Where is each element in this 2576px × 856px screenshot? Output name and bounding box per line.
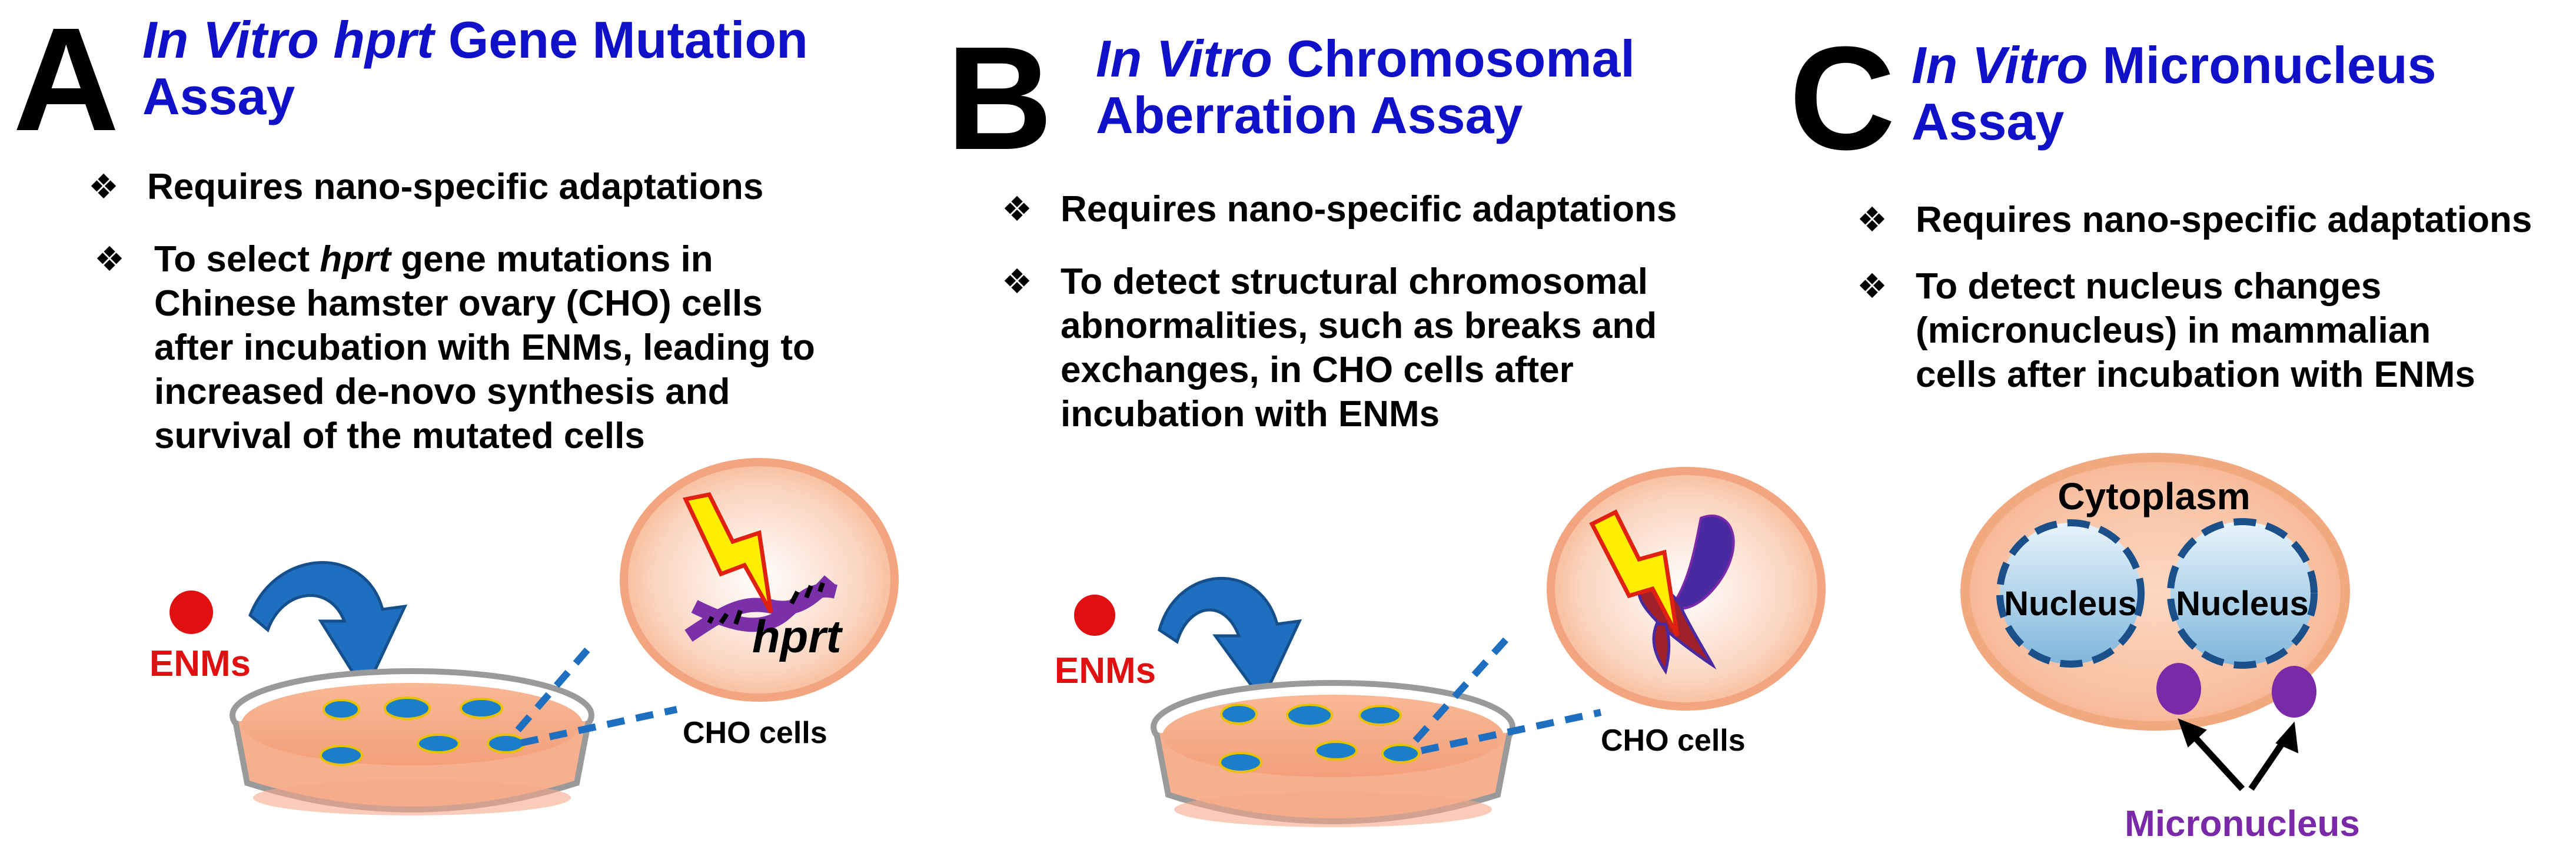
bullet-diamond-icon: ❖: [1002, 189, 1032, 229]
cytoplasm-label: Cytoplasm: [2058, 475, 2250, 517]
panel-a-bullet-2-post: gene mutations in: [401, 239, 713, 280]
panel-b-bullets: ❖ Requires nano-specific adaptations ❖ T…: [1002, 187, 1767, 436]
panel-a-illustration: ENMs CHO cells hprt: [149, 458, 899, 815]
cho-cells-label: CHO cells: [1601, 724, 1746, 758]
panel-c-letter: C: [1789, 16, 1896, 180]
panel-c-title-line2: Assay: [1912, 92, 2065, 151]
panel-c-title-rest: Micronucleus: [2102, 36, 2437, 94]
panel-a-bullet-2-line-3: after incubation with ENMs, leading to: [154, 327, 815, 368]
enm-label: ENMs: [1055, 651, 1156, 691]
panel-c-bullet-2: ❖ To detect nucleus changes (micronucleu…: [1857, 264, 2569, 397]
petri-dish-medium: [1162, 695, 1504, 777]
panel-a-title-italic-2: hprt: [333, 11, 434, 69]
panel-a-bullet-2-line-5: survival of the mutated cells: [154, 416, 645, 456]
panel-a-letter: A: [13, 0, 119, 161]
panel-a-title-line2: Assay: [142, 67, 295, 125]
panel-a-title-rest: Gene Mutation: [448, 11, 808, 69]
bullet-diamond-icon: ❖: [88, 167, 119, 207]
lightning-icon: [682, 492, 773, 613]
panel-b-letter: B: [946, 16, 1053, 180]
bullet-diamond-icon: ❖: [1857, 200, 1887, 240]
panel-b-bullet-2-line-2: abnormalities, such as breaks and: [1061, 306, 1657, 346]
panel-c-title: In Vitro Micronucleus Assay: [1912, 37, 2437, 150]
panel-b-bullet-1-text: Requires nano-specific adaptations: [1061, 189, 1677, 230]
panel-c-title-italic: In Vitro: [1912, 36, 2088, 94]
pointer-arrows: [2178, 718, 2299, 791]
petri-dish-medium: [241, 683, 583, 765]
panel-a-bullet-1-text: Requires nano-specific adaptations: [147, 167, 764, 207]
panel-c-bullet-2-line-2: (micronucleus) in mammalian: [1916, 310, 2431, 351]
panel-b-illustration: ENMs CHO cells: [1055, 467, 1826, 827]
bullet-diamond-icon: ❖: [1002, 261, 1032, 301]
enm-particle-icon: [1074, 595, 1115, 636]
panel-a-bullets: ❖ Requires nano-specific adaptations ❖ T…: [88, 165, 912, 458]
curved-arrow-icon: [1158, 577, 1302, 704]
cho-cells-label: CHO cells: [683, 716, 827, 750]
panel-a-bullet-2-line-4: increased de-novo synthesis and: [154, 371, 730, 412]
hprt-gene-label: hprt: [752, 611, 843, 662]
panel-a-title-italic-1: In Vitro: [142, 11, 319, 69]
micronucleus-label: Micronucleus: [2125, 804, 2360, 844]
micronucleus-left: [2156, 663, 2201, 715]
panel-b-bullet-2-line-4: incubation with ENMs: [1061, 394, 1440, 434]
panel-c-bullet-1-text: Requires nano-specific adaptations: [1916, 200, 2532, 240]
panel-a-bullet-2: ❖ To select hprt gene mutations in Chine…: [88, 237, 912, 458]
panel-c-bullet-2-line-3: cells after incubation with ENMs: [1916, 354, 2475, 395]
panel-b-bullet-2-line-1: To detect structural chromosomal: [1061, 261, 1648, 302]
panel-a-bullet-1: ❖ Requires nano-specific adaptations: [88, 165, 912, 209]
panel-c-bullets: ❖ Requires nano-specific adaptations ❖ T…: [1857, 198, 2569, 397]
lightning-icon: [1589, 509, 1680, 637]
panel-b-title-italic: In Vitro: [1096, 29, 1272, 88]
cho-cells: [1219, 704, 1420, 773]
curved-arrow-icon: [248, 561, 408, 695]
panel-c-bullet-1: ❖ Requires nano-specific adaptations: [1857, 198, 2569, 242]
panel-b-bullet-2-line-3: exchanges, in CHO cells after: [1061, 350, 1574, 390]
panel-b-title-line2: Aberration Assay: [1096, 86, 1523, 144]
panel-b-title-rest: Chromosomal: [1287, 29, 1635, 88]
nucleus-label-left: Nucleus: [2004, 585, 2137, 623]
panel-c-bullet-2-line-1: To detect nucleus changes: [1916, 266, 2382, 307]
enm-particle-icon: [169, 590, 213, 634]
bullet-diamond-icon: ❖: [1857, 266, 1887, 306]
panel-a-title: In Vitro hprt Gene Mutation Assay: [142, 12, 808, 125]
panel-a-bullet-2-line-2: Chinese hamster ovary (CHO) cells: [154, 283, 763, 324]
bullet-diamond-icon: ❖: [94, 239, 125, 279]
panel-b-bullet-2: ❖ To detect structural chromosomal abnor…: [1002, 260, 1767, 436]
panel-c-illustration: Cytoplasm Nucleus Nucleus Micronucleus: [1960, 453, 2360, 844]
panel-b-bullet-1: ❖ Requires nano-specific adaptations: [1002, 187, 1767, 231]
nucleus-right: [2167, 518, 2318, 669]
micronucleus-right: [2272, 666, 2316, 718]
nucleus-label-right: Nucleus: [2176, 585, 2309, 623]
nucleus-left: [1996, 519, 2145, 668]
panel-a-bullet-2-pre: To select: [154, 239, 310, 280]
panel-b-title: In Vitro Chromosomal Aberration Assay: [1096, 31, 1635, 144]
enm-label: ENMs: [149, 643, 251, 684]
panel-a-bullet-2-italic: hprt: [320, 239, 391, 280]
